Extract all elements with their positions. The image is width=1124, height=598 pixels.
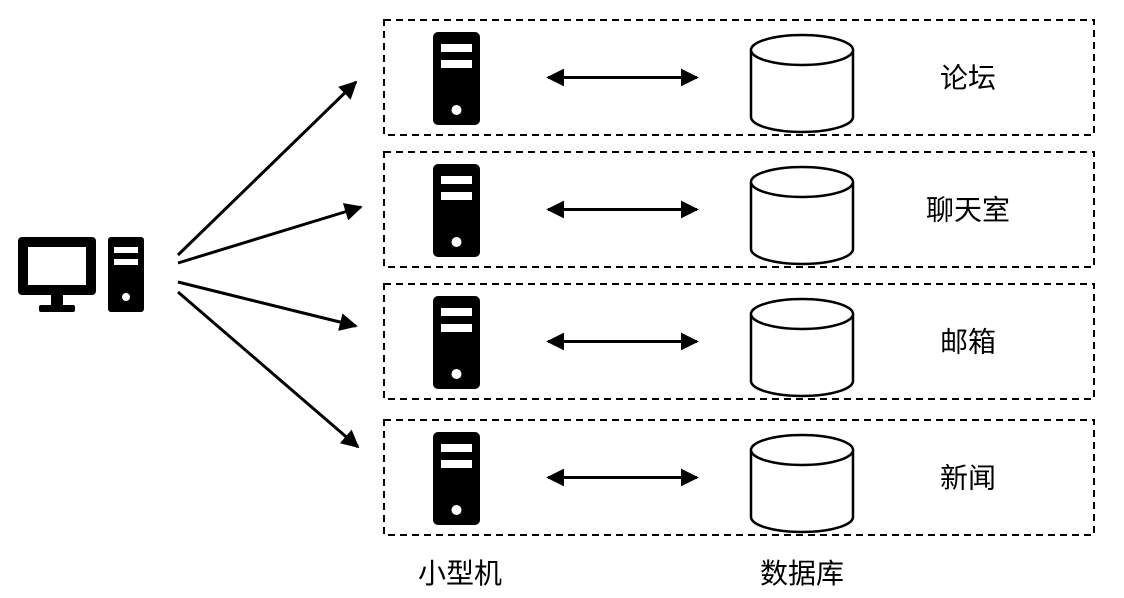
service-box <box>383 151 1095 268</box>
server-tower-icon <box>433 32 480 125</box>
service-box <box>383 19 1095 136</box>
database-cylinder-icon <box>749 165 855 266</box>
service-label-news: 新闻 <box>940 462 996 495</box>
service-label-chatroom: 聊天室 <box>926 194 1010 227</box>
service-label-mailbox: 邮箱 <box>940 326 996 359</box>
service-row-mailbox: 邮箱 <box>383 283 1095 400</box>
service-row-chatroom: 聊天室 <box>383 151 1095 268</box>
arrow-to-chatroom <box>177 203 363 265</box>
arrow-to-mailbox <box>177 280 358 331</box>
service-row-news: 新闻 <box>383 419 1095 536</box>
client-arrows <box>176 80 363 449</box>
arrow-to-news <box>177 290 360 449</box>
arrow-to-forum <box>176 80 358 257</box>
database-cylinder-icon <box>749 433 855 534</box>
service-row-forum: 论坛 <box>383 19 1095 136</box>
server-tower-icon <box>433 164 480 257</box>
desktop-computer-icon <box>18 237 144 312</box>
server-tower-icon <box>433 296 480 389</box>
database-cylinder-icon <box>749 33 855 134</box>
service-box <box>383 419 1095 536</box>
database-column-label: 数据库 <box>760 557 844 590</box>
server-tower-icon <box>433 432 480 525</box>
database-cylinder-icon <box>749 297 855 398</box>
server-column-label: 小型机 <box>418 557 502 590</box>
service-box <box>383 283 1095 400</box>
service-label-forum: 论坛 <box>940 62 996 95</box>
